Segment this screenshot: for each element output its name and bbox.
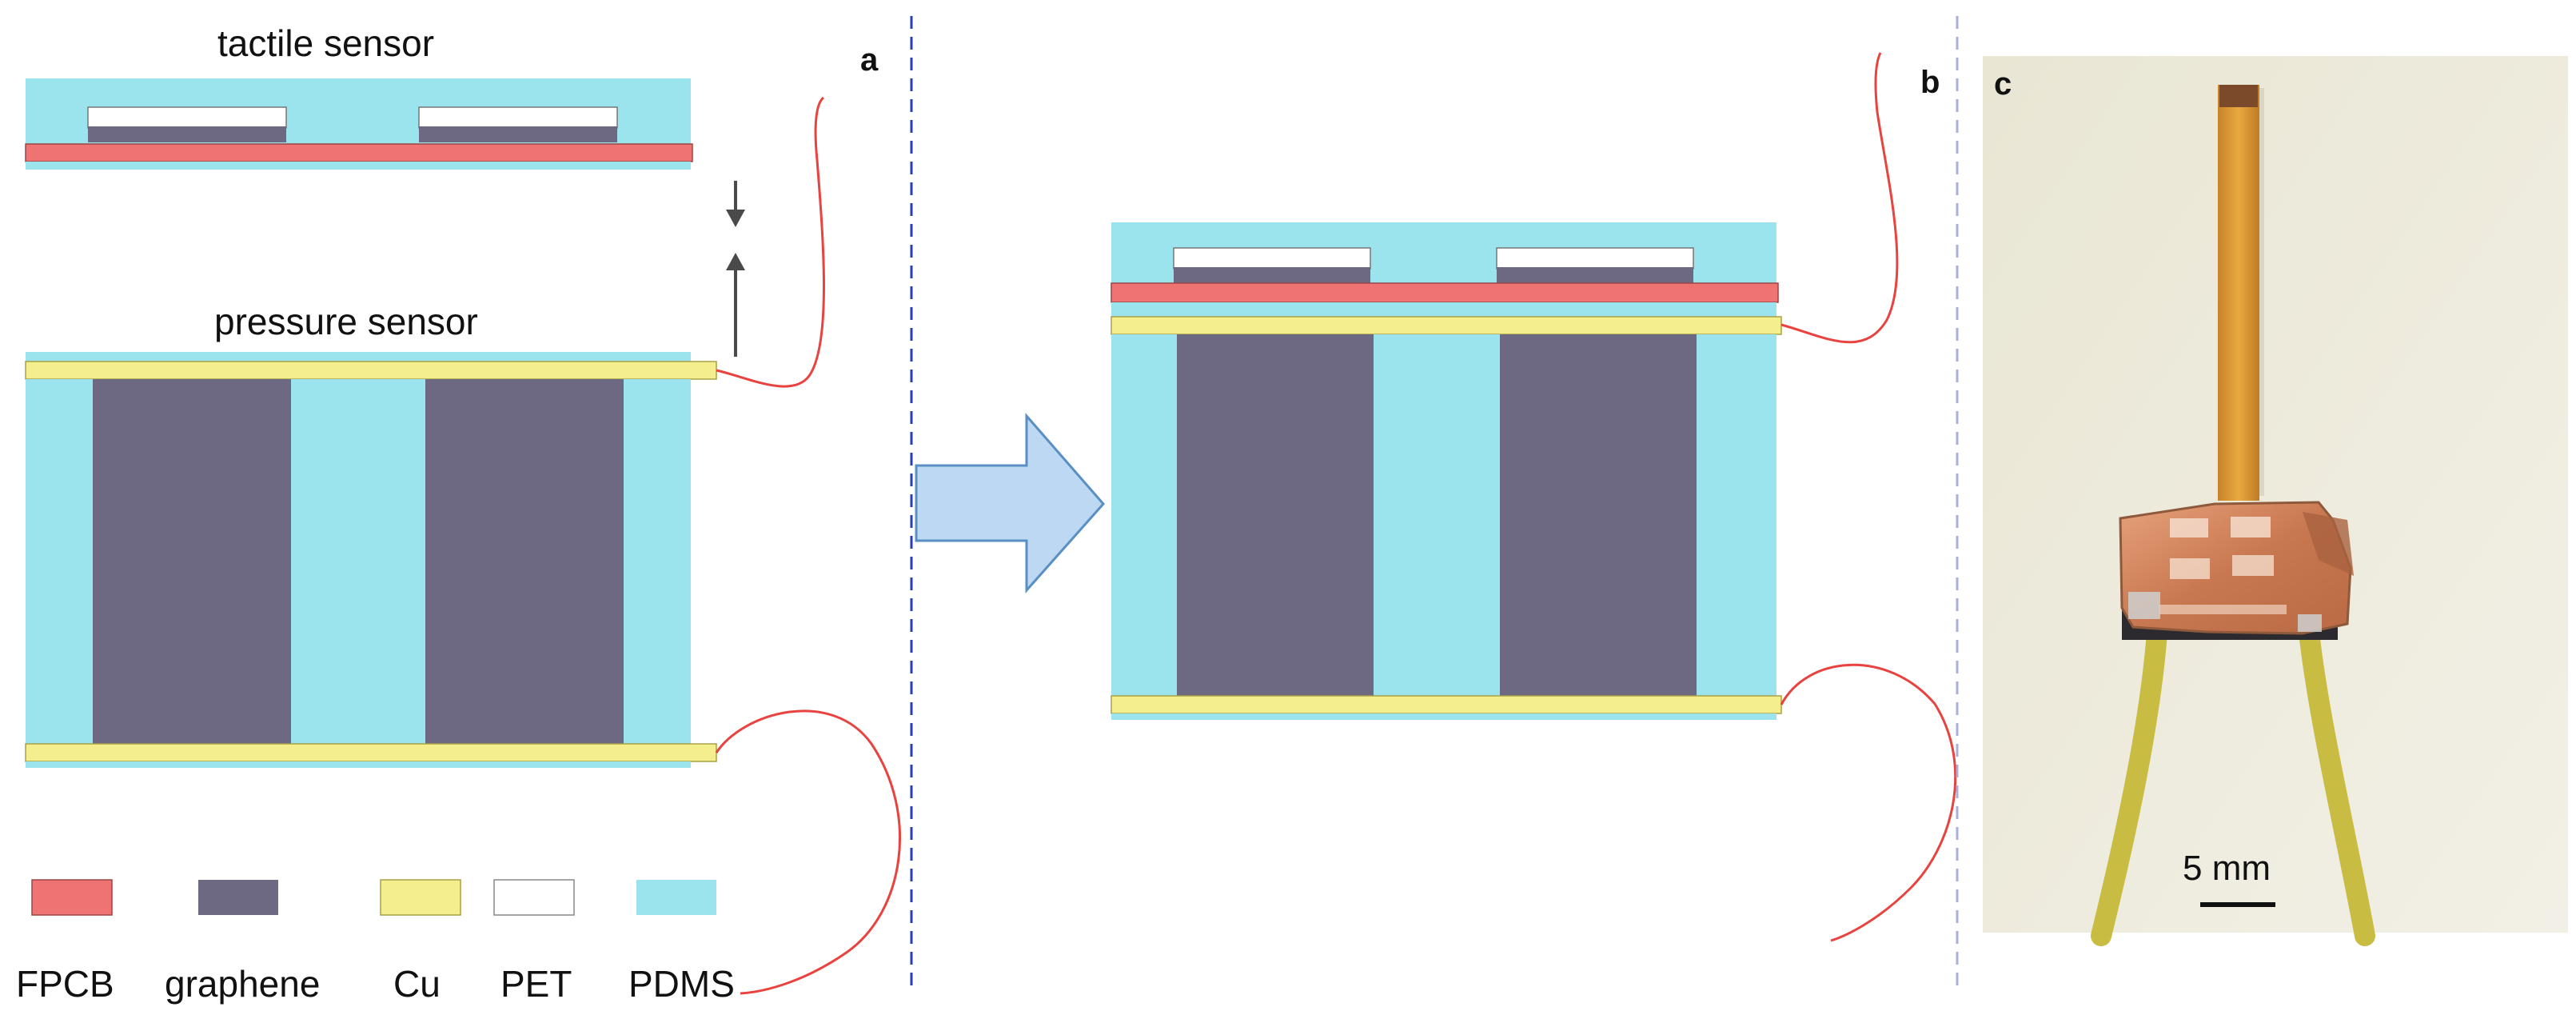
pressure-cu-top: [25, 361, 717, 380]
pressure-sensor: [25, 352, 717, 768]
legend-swatch-pet: [493, 879, 575, 916]
assembled-pdms-bottom: [1111, 713, 1776, 720]
tactile-graphene-right: [419, 126, 617, 142]
copper-highlight-1: [2170, 518, 2208, 537]
legend-label-fpcb: FPCB: [16, 963, 114, 1005]
tactile-pet-left: [87, 106, 287, 129]
tactile-sensor-label: tactile sensor: [217, 22, 434, 64]
legend-swatch-cu: [380, 879, 461, 916]
wire-top-b: [1780, 52, 1899, 344]
copper-highlight-3: [2170, 558, 2210, 579]
photo-background: [1983, 56, 2568, 933]
legend: FPCB graphene Cu PET PDMS: [16, 879, 735, 1005]
legend-swatch-pdms: [636, 880, 716, 915]
assembled-sensor: [1111, 222, 1782, 720]
panel-label-b: b: [1920, 65, 1940, 100]
assembled-graphene-left: [1177, 334, 1374, 696]
panel-a: a tactile sensor pressure sensor: [16, 22, 901, 1005]
scale-bar: 5 mm: [2183, 849, 2275, 907]
wire-bottom-a: [715, 709, 901, 995]
lead-wire-right: [2299, 621, 2375, 946]
assembled-graphene-right: [1500, 334, 1697, 696]
solder-right: [2298, 614, 2322, 632]
tactile-sensor: [25, 78, 693, 170]
pressure-graphene-right: [425, 379, 624, 744]
wire-top-a: [716, 96, 825, 388]
solder-left: [2128, 592, 2160, 619]
legend-label-cu: Cu: [393, 963, 441, 1005]
up-arrow-head: [726, 253, 745, 270]
wire-bottom-b: [1780, 663, 1957, 942]
tactile-pdms-bottom: [26, 162, 691, 170]
assembled-pdms-mid: [1111, 302, 1776, 317]
assembly-block-arrow: [915, 413, 1105, 593]
assembled-pet-left: [1173, 247, 1371, 270]
legend-swatch-graphene: [198, 880, 278, 915]
pressure-pdms-bottom: [26, 761, 691, 768]
tactile-pet-right: [418, 106, 618, 129]
scale-bar-line: [2200, 902, 2275, 907]
fpc-ribbon: [2218, 85, 2259, 501]
copper-highlight-2: [2231, 517, 2271, 537]
panel-label-c: c: [1994, 66, 2012, 102]
panel-b: b: [1111, 52, 1957, 942]
tactile-fpcb-layer: [25, 143, 693, 162]
sensor-device-photo: [2119, 501, 2354, 640]
assembly-arrows: [726, 181, 745, 357]
legend-label-pet: PET: [500, 963, 572, 1005]
legend-label-pdms: PDMS: [628, 963, 735, 1005]
assembled-cu-top: [1111, 316, 1782, 335]
legend-swatch-fpcb: [31, 879, 113, 916]
assembled-pet-right: [1496, 247, 1694, 270]
fpc-ribbon-tip: [2219, 85, 2258, 107]
pressure-pdms-top: [26, 352, 691, 362]
copper-highlight-5: [2159, 605, 2287, 614]
assembled-cu-bottom: [1111, 695, 1782, 714]
panel-label-a: a: [860, 42, 879, 78]
pressure-cu-bottom: [25, 743, 717, 762]
assembled-graphene-top-left: [1174, 267, 1370, 283]
lead-wire-left: [2091, 621, 2167, 946]
assembled-graphene-top-right: [1497, 267, 1693, 283]
tactile-graphene-left: [88, 126, 286, 142]
copper-fold: [2303, 512, 2354, 576]
pressure-sensor-label: pressure sensor: [214, 301, 478, 342]
scale-bar-label: 5 mm: [2183, 849, 2271, 888]
fpc-ribbon-shadow: [2259, 88, 2264, 496]
legend-label-graphene: graphene: [165, 963, 320, 1005]
down-arrow-head: [726, 210, 745, 227]
pressure-graphene-left: [93, 379, 291, 744]
copper-highlight-4: [2232, 555, 2274, 576]
panel-c: c 5 mm: [1983, 56, 2568, 946]
assembled-fpcb-layer: [1111, 282, 1779, 303]
